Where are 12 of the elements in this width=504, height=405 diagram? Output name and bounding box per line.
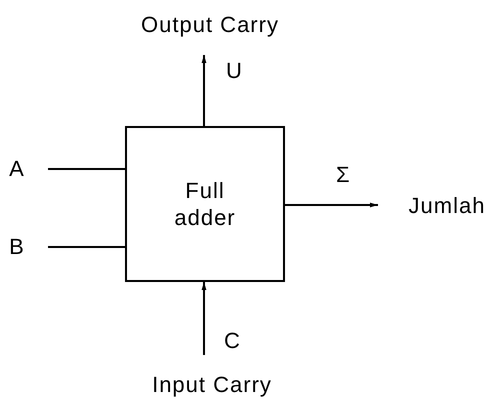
- input-label: Input Carry: [152, 371, 272, 399]
- connector-line: [48, 246, 125, 248]
- output-label: Output Carry: [141, 11, 279, 39]
- arrow: [202, 55, 206, 126]
- full-adder-box: [125, 126, 285, 282]
- box-label: Full adder: [173, 176, 237, 232]
- arrow: [285, 202, 378, 208]
- input-label: A: [9, 155, 25, 183]
- arrow: [202, 282, 206, 355]
- input-label: B: [9, 233, 25, 261]
- connector-line: [48, 168, 125, 170]
- output-label: Jumlah: [408, 192, 486, 220]
